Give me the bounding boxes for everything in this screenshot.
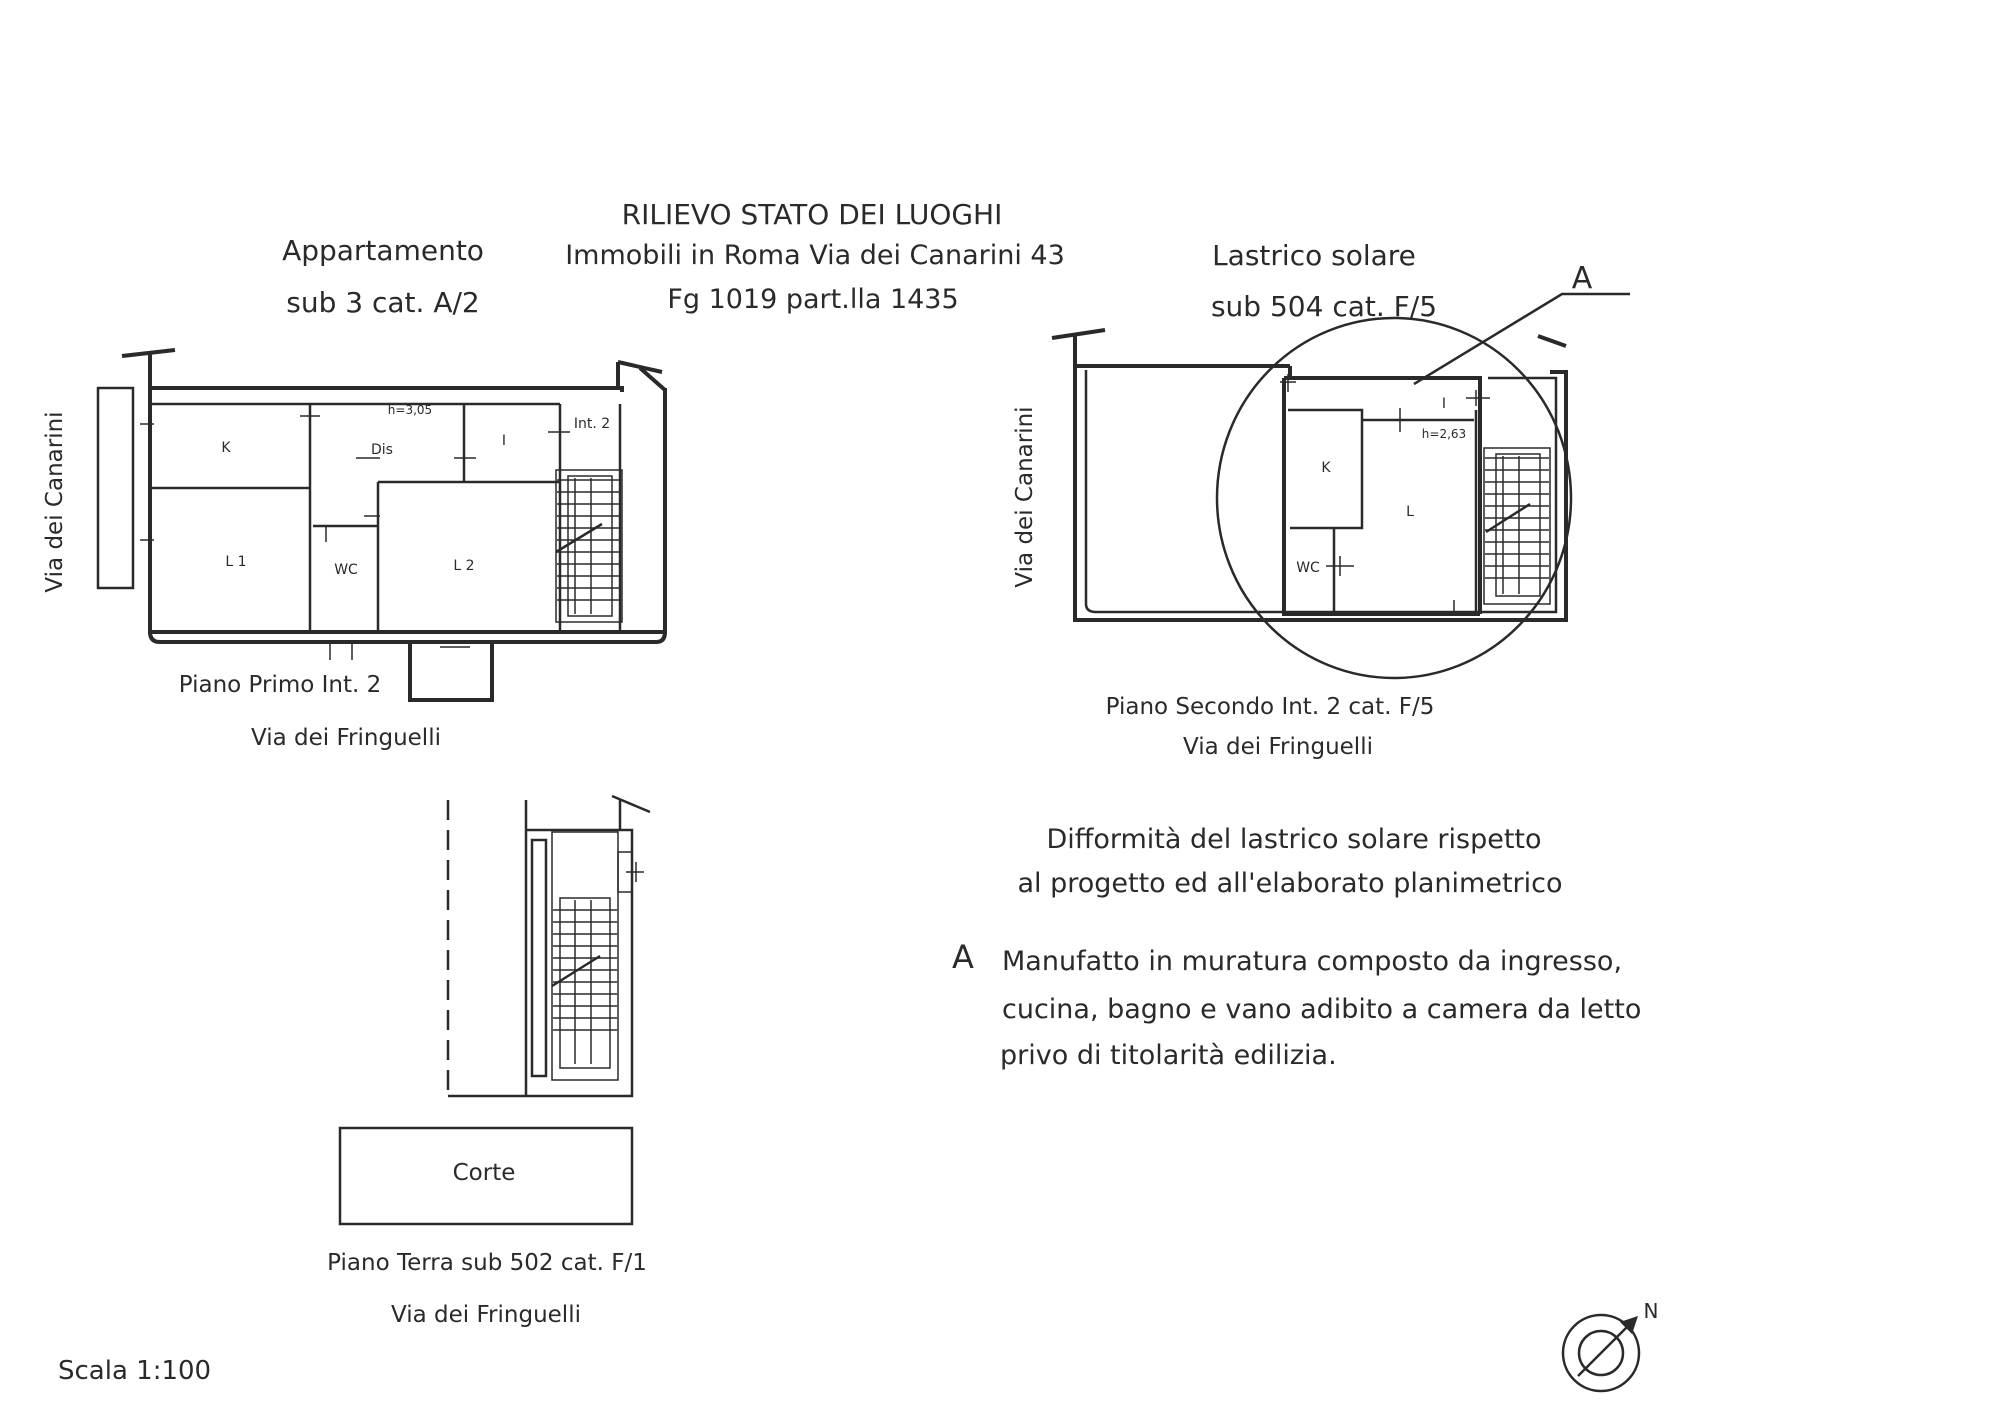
first-floor-internal-walls [152,402,622,632]
second-floor-staircase [1483,447,1551,605]
notes-heading-2: al progetto ed all'elaborato planimetric… [1017,868,1562,899]
second-floor-parapet [1084,370,1558,614]
room-l2-first: L 2 [453,558,474,574]
second-floor-heading-1: Lastrico solare [1212,239,1416,272]
room-dis-first: Dis [371,442,393,458]
ground-floor-street-bottom: Via dei Fringuelli [391,1302,581,1328]
survey-address: Immobili in Roma Via dei Canarini 43 [565,240,1065,271]
ground-floor-walls [448,794,651,1098]
first-floor-heading-2: sub 3 cat. A/2 [286,286,479,319]
second-floor-caption: Piano Secondo Int. 2 cat. F/5 [1106,694,1435,720]
corte-label: Corte [453,1160,516,1186]
room-l1-first: L 1 [225,554,246,570]
notes-item-marker: A [952,938,974,976]
room-wc-first: WC [334,562,358,578]
first-floor-street-bottom: Via dei Fringuelli [251,725,441,751]
ground-floor-opening-marks [626,862,644,882]
second-floor-outer-walls [1051,328,1568,622]
room-l-second: L [1406,504,1414,520]
notes-heading-1: Difformità del lastrico solare rispetto [1046,824,1541,855]
second-floor-opening-marks [1280,374,1490,612]
scale-label: Scala 1:100 [58,1356,211,1386]
notes-item-line-1: Manufatto in muratura composto da ingres… [1002,946,1622,977]
first-floor-balcony [408,644,494,702]
north-label: N [1644,1299,1659,1323]
corte-area [338,1126,634,1226]
first-floor-int-label: Int. 2 [574,416,610,432]
marker-a-label: A [1572,261,1593,296]
room-k-second: K [1321,460,1331,476]
second-floor-internal-walls [1288,408,1478,614]
second-floor-street-side: Via dei Canarini [1012,406,1038,587]
survey-title: RILIEVO STATO DEI LUOGHI [622,198,1003,231]
ground-floor-plan: Corte Piano Terra sub 502 cat. F/1 Via d… [327,794,651,1328]
room-i-first: I [502,433,506,449]
second-floor-manufatto-walls [1282,376,1482,616]
notes-item-line-3: privo di titolarità edilizia. [1000,1040,1337,1071]
room-wc-second: WC [1296,560,1320,576]
discrepancy-notes: Difformità del lastrico solare rispetto … [952,824,1641,1071]
first-floor-staircase [555,469,623,623]
first-floor-heading-1: Appartamento [282,234,484,267]
first-floor-outer-walls [121,348,667,634]
room-i-second: I [1442,396,1446,412]
title-block: RILIEVO STATO DEI LUOGHI Immobili in Rom… [565,198,1065,315]
first-floor-facade-bay [96,386,135,590]
ground-floor-caption: Piano Terra sub 502 cat. F/1 [327,1250,647,1276]
first-floor-plan: Appartamento sub 3 cat. A/2 Via dei Cana… [42,234,667,751]
first-floor-height: h=3,05 [388,403,432,417]
ground-floor-staircase [551,831,633,1081]
first-floor-wall-bottom [148,388,667,644]
second-floor-plan: Lastrico solare sub 504 cat. F/5 Via dei… [1012,239,1630,760]
ground-floor-inner-wall [530,838,548,1078]
room-k-first: K [221,440,231,456]
second-floor-street-bottom: Via dei Fringuelli [1183,734,1373,760]
first-floor-opening-marks [140,415,570,660]
first-floor-street-side: Via dei Canarini [42,411,68,592]
notes-item-line-2: cucina, bagno e vano adibito a camera da… [1002,994,1641,1025]
second-floor-height: h=2,63 [1422,427,1466,441]
marker-a-circle [1215,316,1573,680]
north-arrow-icon: N [1561,1299,1659,1393]
survey-cadastral-ref: Fg 1019 part.lla 1435 [667,284,958,315]
marker-a-leader-line [1413,292,1630,386]
first-floor-caption: Piano Primo Int. 2 [179,672,382,698]
